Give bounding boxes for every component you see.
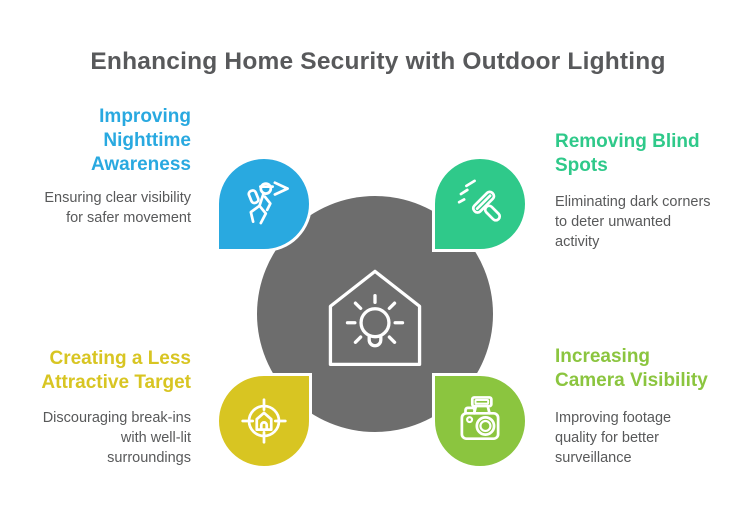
house-target-icon <box>241 398 287 444</box>
section-heading-less-attractive-target: Creating a Less Attractive Target <box>41 348 191 393</box>
shape-nighttime-awareness <box>216 156 312 252</box>
house-lightbulb-icon <box>328 269 422 367</box>
page-title: Enhancing Home Security with Outdoor Lig… <box>90 48 666 75</box>
section-body-less-attractive-target: Discouraging break-ins with well-lit sur… <box>42 410 191 466</box>
section-body-nighttime-awareness: Ensuring clear visibility for safer move… <box>44 190 191 226</box>
section-body-camera-visibility: Improving footage quality for better sur… <box>555 410 672 466</box>
section-body-blind-spots: Eliminating dark corners to deter unwant… <box>555 194 711 250</box>
section-heading-blind-spots: Removing Blind Spots <box>555 131 700 176</box>
section-heading-nighttime-awareness: Improving Nighttime Awareness <box>91 106 191 175</box>
shape-camera-visibility <box>432 373 528 469</box>
walking-person-headlamp-icon <box>247 181 289 225</box>
shape-blind-spots <box>432 156 528 252</box>
squeegee-icon <box>457 179 502 222</box>
camera-icon <box>460 396 500 441</box>
shape-less-attractive-target <box>216 373 312 469</box>
section-heading-camera-visibility: Increasing Camera Visibility <box>555 346 708 391</box>
